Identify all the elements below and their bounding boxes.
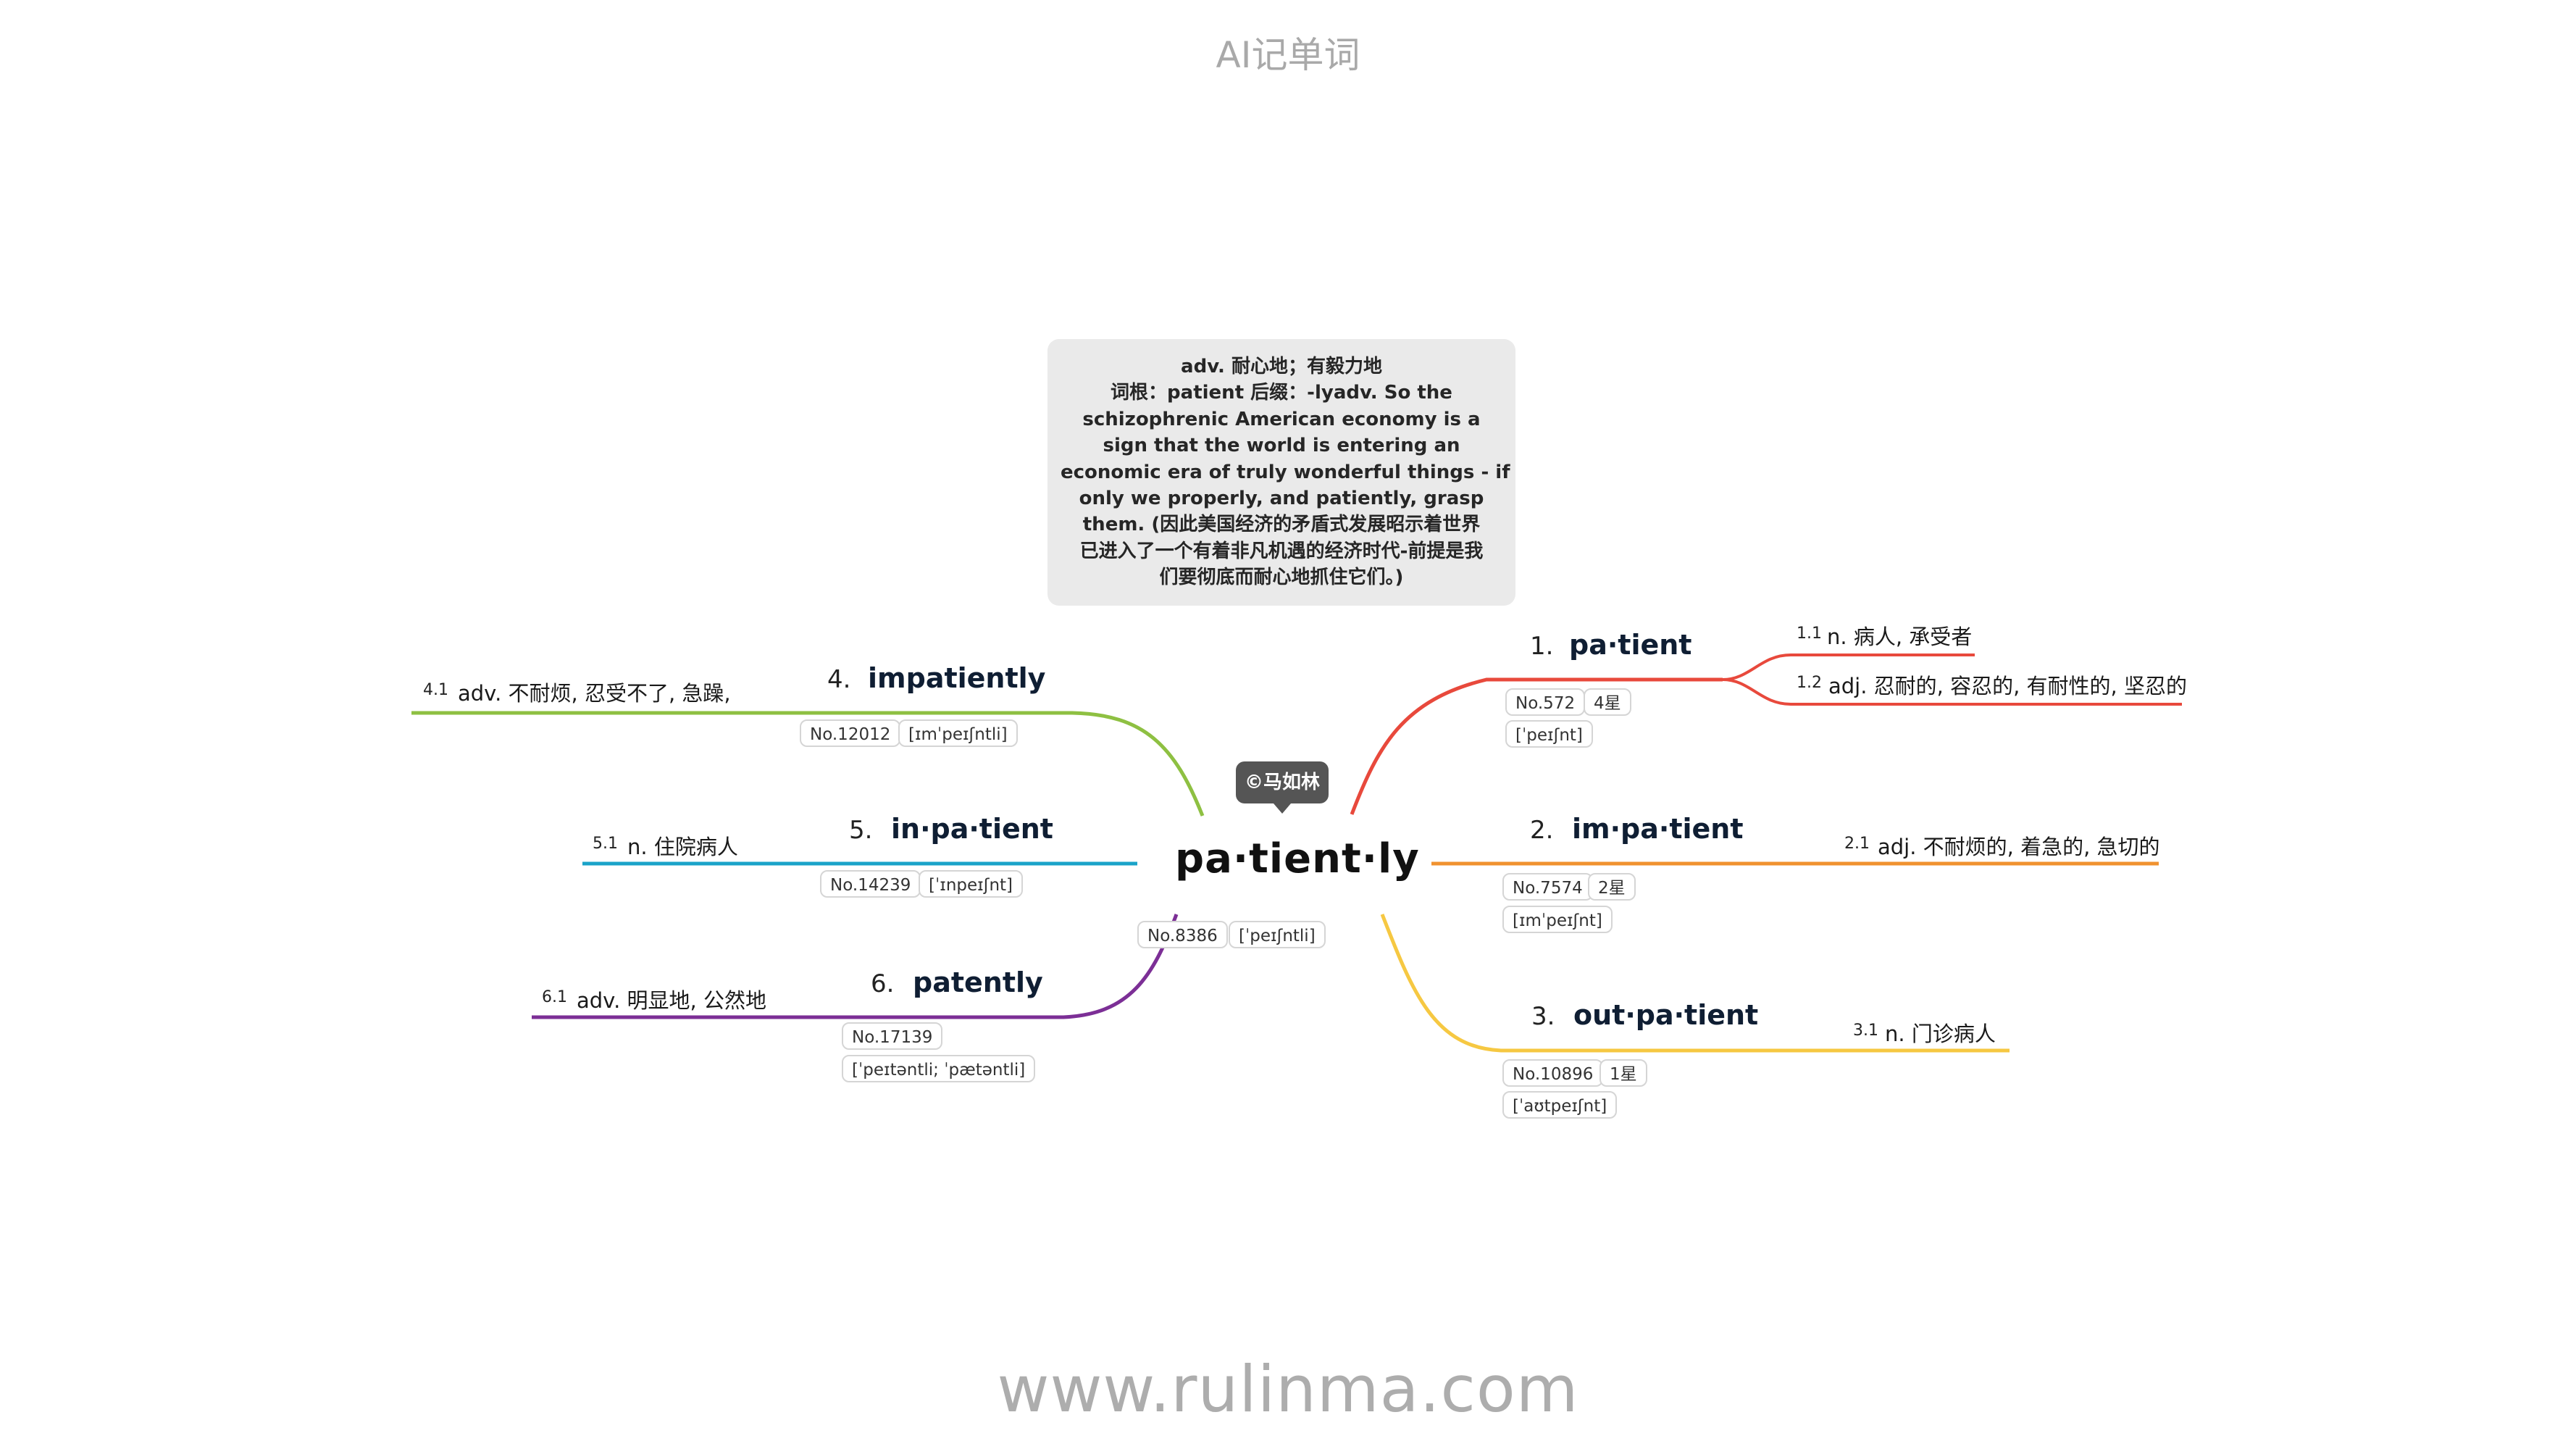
sense-6-1-definition: adv. 明显地, 公然地	[577, 988, 766, 1013]
note-line: 们要彻底而耐心地抓住它们。)	[1159, 567, 1404, 589]
sense-2-1-number: 2.1	[1844, 835, 1870, 853]
app-title: AI记单词	[1216, 34, 1360, 76]
connector-branch-3	[1380, 914, 2010, 1053]
branch-1-stars-tag: 4星	[1584, 688, 1631, 716]
sense-5-1-definition: n. 住院病人	[627, 835, 738, 859]
center-word[interactable]: pa·tient·ly	[1175, 835, 1420, 882]
branch-2-stars-tag: 2星	[1588, 873, 1636, 901]
branch-2-word[interactable]: im·pa·tient	[1572, 813, 1744, 845]
branch-1-phonetic-tag: [ˈpeɪʃnt]	[1505, 720, 1593, 748]
branch-6-phonetic-tag: [ˈpeɪtəntli; ˈpætəntli]	[842, 1055, 1036, 1082]
branch-3-phonetic-tag: [ˈaʊtpeɪʃnt]	[1502, 1091, 1618, 1119]
branch-3-number: 3.	[1531, 1002, 1555, 1031]
note-line: only we properly, and patiently, grasp	[1079, 488, 1484, 510]
center-phonetic-tag: [ˈpeɪʃntli]	[1229, 921, 1326, 948]
branch-1-number: 1.	[1530, 632, 1554, 661]
sense-5-1-number: 5.1	[593, 835, 618, 853]
branch-4-word[interactable]: impatiently	[868, 662, 1046, 694]
center-rank-tag: No.8386	[1137, 921, 1228, 948]
branch-2-phonetic-tag: [ɪmˈpeɪʃnt]	[1502, 906, 1613, 933]
example-note: adv. 耐心地；有毅力地 词根：patient 后缀：-lyadv. So t…	[1047, 339, 1515, 606]
branch-5-word[interactable]: in·pa·tient	[891, 813, 1053, 845]
branch-3-word[interactable]: out·pa·tient	[1573, 999, 1759, 1031]
sense-3-1-definition: n. 门诊病人	[1885, 1022, 1996, 1046]
sense-6-1-number: 6.1	[542, 988, 567, 1006]
branch-2-number: 2.	[1530, 816, 1554, 845]
branch-2-rank-tag: No.7574	[1502, 873, 1593, 901]
branch-5-number: 5.	[849, 816, 873, 845]
branch-4-phonetic-tag: [ɪmˈpeɪʃntli]	[898, 719, 1018, 747]
sense-1-1-number: 1.1	[1797, 625, 1822, 643]
note-line: them. (因此美国经济的矛盾式发展昭示着世界	[1082, 514, 1481, 536]
branch-1-rank-tag: No.572	[1505, 688, 1586, 716]
note-line: schizophrenic American economy is a	[1082, 408, 1481, 430]
connector-branch-1	[1350, 677, 1723, 815]
branch-6-rank-tag: No.17139	[842, 1022, 943, 1050]
connector-sense-1-1	[1722, 653, 1975, 681]
branch-6-word[interactable]: patently	[913, 966, 1043, 998]
sense-3-1-number: 3.1	[1853, 1022, 1878, 1040]
branch-1-word[interactable]: pa·tient	[1569, 629, 1692, 661]
connector-sense-1-2	[1722, 678, 2182, 706]
sense-1-2-definition: adj. 忍耐的, 容忍的, 有耐性的, 坚忍的	[1828, 674, 2187, 698]
sense-4-1-definition: adv. 不耐烦, 忍受不了, 急躁,	[458, 681, 731, 706]
note-line: sign that the world is entering an	[1103, 435, 1460, 457]
note-line: adv. 耐心地；有毅力地	[1181, 356, 1382, 377]
branch-4-rank-tag: No.12012	[800, 719, 901, 747]
note-line: economic era of truly wonderful things -…	[1061, 461, 1510, 483]
branch-5-phonetic-tag: [ˈɪnpeɪʃnt]	[919, 870, 1024, 898]
branch-6-number: 6.	[871, 969, 895, 998]
sense-1-1-definition: n. 病人, 承受者	[1827, 625, 1973, 649]
footer-url: www.rulinma.com	[997, 1352, 1579, 1427]
copyright-badge: ©马如林	[1236, 761, 1329, 814]
branch-3-stars-tag: 1星	[1599, 1059, 1647, 1087]
note-line: 已进入了一个有着非凡机遇的经济时代-前提是我	[1079, 540, 1484, 562]
note-line: 词根：patient 后缀：-lyadv. So the	[1111, 382, 1452, 404]
branch-3-rank-tag: No.10896	[1502, 1059, 1604, 1087]
sense-1-2-number: 1.2	[1797, 674, 1822, 692]
branch-5-rank-tag: No.14239	[820, 870, 921, 898]
sense-4-1-number: 4.1	[423, 681, 448, 699]
sense-2-1-definition: adj. 不耐烦的, 着急的, 急切的	[1878, 835, 2160, 859]
connector-branch-4	[411, 711, 1205, 817]
branch-4-number: 4.	[827, 665, 851, 694]
